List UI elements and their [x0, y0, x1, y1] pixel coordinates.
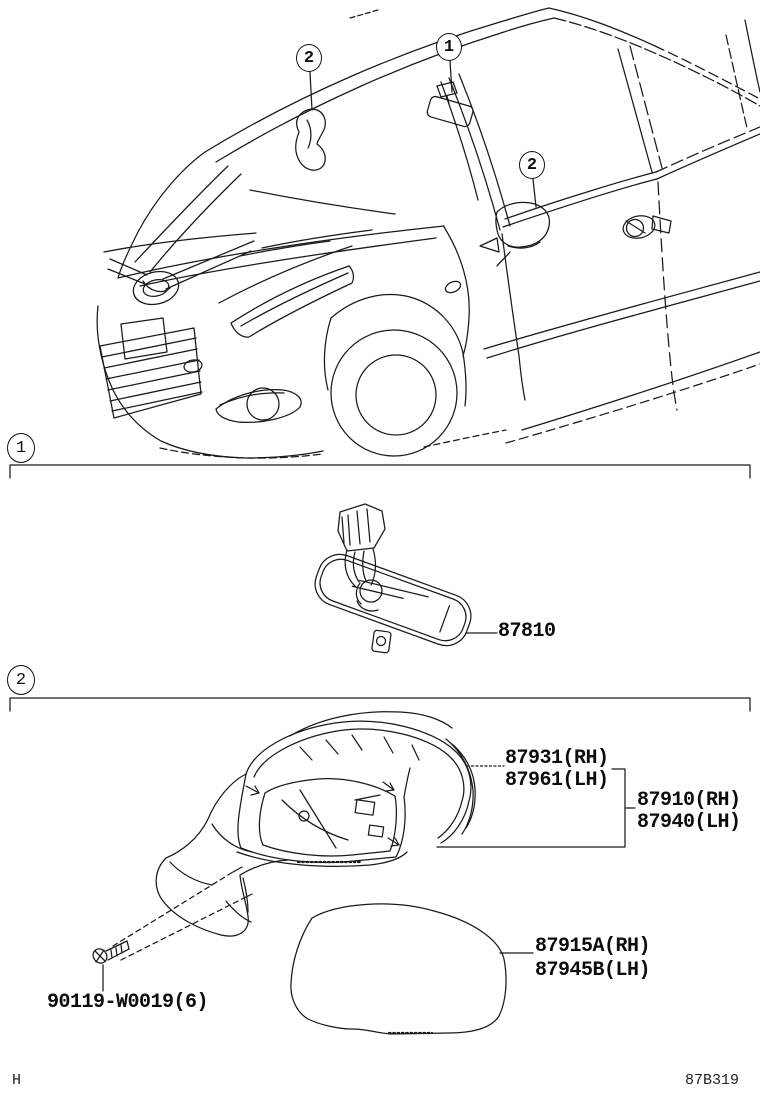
footer-figure-code: 87B319: [685, 1072, 740, 1089]
outer-mirror-silhouette-left: [295, 108, 326, 171]
door-mirror-on-car: [479, 201, 551, 267]
bracket-assy: [436, 768, 636, 848]
part-label-cover-lh[interactable]: 87961(LH): [505, 769, 609, 792]
callout-leader-outer-right: [532, 178, 537, 208]
callout-balloon-outer-mirror-right[interactable]: 2: [519, 151, 545, 179]
part-label-cover-rh[interactable]: 87931(RH): [505, 747, 609, 770]
part-label-glass-rh[interactable]: 87915A(RH): [535, 935, 651, 958]
car-line-drawing: [96, 7, 760, 459]
part-label-glass-lh[interactable]: 87945B(LH): [535, 959, 651, 982]
part-label-screw[interactable]: 90119-W0019(6): [47, 991, 209, 1014]
inner-mirror-in-car: [426, 81, 474, 128]
mirror-glass-drawing: [290, 903, 534, 1035]
section-marker-1: 1: [7, 433, 35, 463]
toyota-emblem: [132, 270, 180, 306]
section-1-bracket: [9, 464, 751, 479]
part-label-assy-rh[interactable]: 87910(RH): [637, 789, 741, 812]
outer-mirror-drawing: [112, 711, 636, 961]
callout-balloon-outer-mirror-left[interactable]: 2: [296, 44, 322, 72]
part-label-assy-lh[interactable]: 87940(LH): [637, 811, 741, 834]
callout-balloon-inner-mirror[interactable]: 1: [436, 33, 462, 61]
screw-drawing: [92, 940, 130, 992]
fog-lamp: [215, 387, 302, 423]
door-handle: [622, 215, 672, 239]
license-plate: [120, 317, 168, 360]
part-label-inner-mirror[interactable]: 87810: [498, 620, 556, 643]
section-marker-2: 2: [7, 665, 35, 695]
callout-leader-inner: [449, 60, 453, 93]
headlamp: [218, 245, 355, 338]
section-2-bracket: [9, 697, 751, 712]
inner-mirror-drawing: [314, 503, 498, 654]
callout-leader-outer-left: [309, 71, 313, 111]
footer-page-code: H: [12, 1072, 22, 1089]
lower-grille: [99, 327, 203, 419]
